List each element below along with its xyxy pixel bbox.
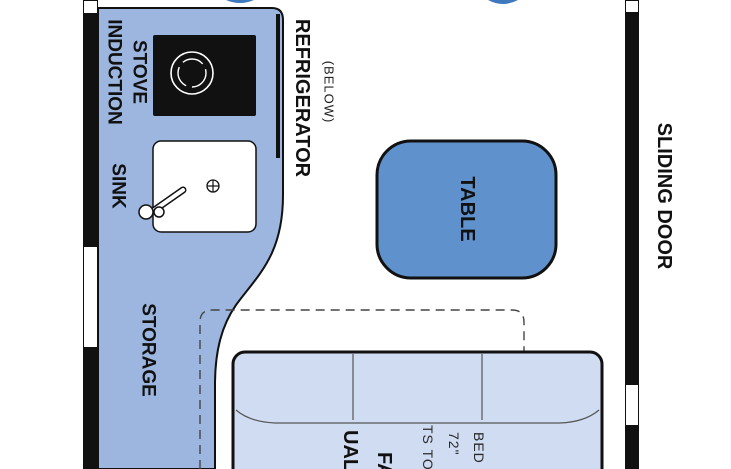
- kitchen-counter: [97, 7, 284, 469]
- bed-note-line2: 72": [446, 432, 462, 456]
- sliding-door-label: SLIDING DOOR: [653, 123, 675, 270]
- faucet-icon: [138, 186, 187, 220]
- sink-basin: [152, 140, 257, 233]
- left-wall-window-top: [84, 1, 97, 13]
- left-wall: [83, 0, 98, 469]
- sink-label: SINK: [108, 163, 129, 209]
- refrigerator-label: REFRIGERATOR: [291, 19, 313, 178]
- induction-stove: [153, 35, 256, 116]
- sofa-label-line2: FA: [373, 452, 395, 469]
- storage-label: STORAGE: [138, 303, 159, 397]
- drain-icon: [206, 179, 220, 193]
- stove-label-line2: STOVE: [129, 40, 150, 104]
- right-wall-window-top: [626, 1, 638, 12]
- top-accent-left: [226, 0, 254, 3]
- refrigerator-note: (BELOW): [322, 61, 337, 124]
- right-wall-window-bottom: [626, 385, 638, 425]
- bed-note-line1: TS TO: [420, 425, 436, 469]
- bed-note-line3: BED: [471, 432, 487, 464]
- induction-burner-icon: [170, 51, 214, 95]
- induction-label-line1: INDUCTION: [104, 19, 125, 125]
- table: [375, 139, 558, 280]
- table-label: TABLE: [456, 176, 478, 241]
- sofa-label-line1: UAL: [339, 430, 361, 469]
- left-wall-window-mid: [84, 247, 97, 347]
- dual-sofa: [231, 350, 604, 469]
- top-accent-right: [488, 0, 518, 4]
- right-wall: [625, 0, 639, 469]
- bed-outline-dashed: [199, 309, 525, 469]
